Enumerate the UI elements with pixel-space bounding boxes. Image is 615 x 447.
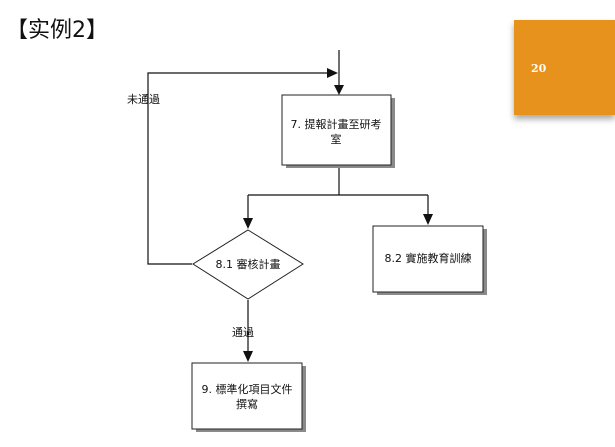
node-standardize-docs: 9. 標準化項目文件 撰寫 [191, 362, 306, 432]
edge-rejected-loop [147, 72, 332, 265]
node-standardize-docs-label-line1: 9. 標準化項目文件 [202, 382, 293, 396]
node-review-plan-label: 8.1 審核計畫 [216, 257, 281, 271]
edge-label-rejected: 未通過 [127, 93, 160, 106]
edge-label-approved: 通過 [232, 326, 254, 339]
node-submit-plan-label-line1: 7. 提報計畫至研考 [291, 117, 382, 131]
node-implement-training: 8.2 實施教育訓練 [372, 225, 487, 295]
node-review-plan: 8.1 審核計畫 [192, 229, 304, 300]
node-submit-plan-box [281, 94, 392, 166]
node-standardize-docs-label-line2: 撰寫 [236, 397, 258, 411]
node-submit-plan-label-line2: 室 [331, 132, 342, 146]
node-implement-training-box [372, 225, 484, 293]
node-standardize-docs-box [191, 362, 303, 430]
node-submit-plan: 7. 提報計畫至研考 室 [281, 94, 395, 168]
edge-split-to-training-arrowhead [423, 214, 433, 225]
node-review-plan-diamond [192, 229, 304, 300]
page-number: 20 [531, 62, 547, 75]
edge-approved-arrowhead [243, 351, 253, 362]
edge-rejected-arrowhead [327, 68, 338, 78]
node-implement-training-label: 8.2 實施教育訓練 [385, 251, 472, 265]
edge-split-to-review-arrowhead [243, 218, 253, 229]
edge-entry-arrowhead [334, 85, 344, 95]
edges [147, 50, 433, 362]
page-number-badge: 20 [514, 20, 615, 115]
slide-title: 【实例2】 [6, 18, 108, 43]
